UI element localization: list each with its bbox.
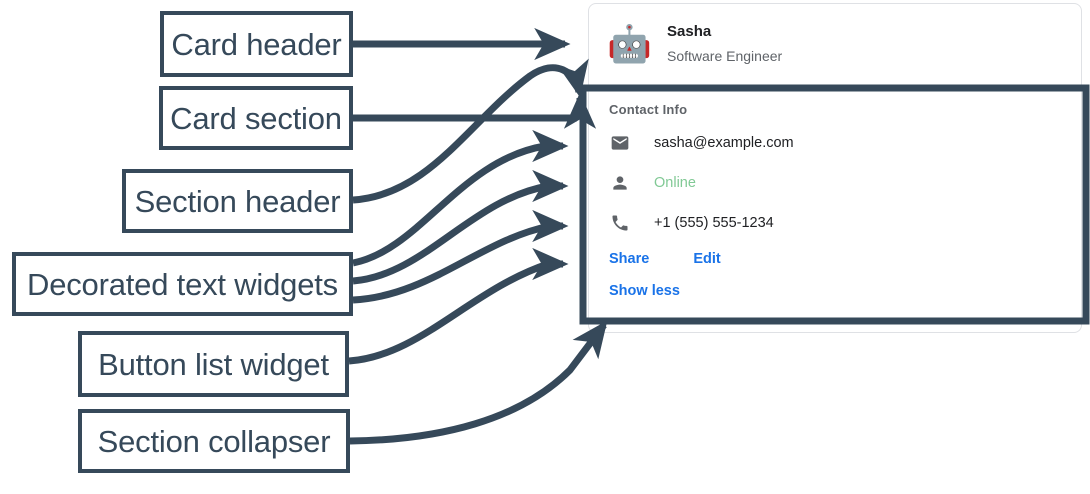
annotation-box-card-section: Card section [159,86,353,150]
share-button[interactable]: Share [609,251,650,267]
arrow-decorated-text-status [352,169,569,285]
contact-card: 🤖 Sasha Software Engineer Contact Info s… [588,3,1082,333]
annotation-box-card-header: Card header [160,11,353,77]
annotation-label-card-section: Card section [170,100,342,136]
phone-icon [609,213,631,233]
card-header-title: Sasha [667,23,712,41]
card-header-text: Sasha Software Engineer [667,21,782,67]
arrow-decorated-text-phone [352,209,569,304]
arrow-section-collapser [349,320,608,445]
card-header-subtitle: Software Engineer [667,47,783,64]
arrow-decorated-text-email [352,129,569,267]
decorated-text-email: sasha@example.com [654,135,794,151]
robot-avatar-icon: 🤖 [607,23,652,64]
annotation-label-section-header: Section header [134,183,341,219]
decorated-text-phone: +1 (555) 555-1234 [654,215,774,231]
arrow-button-list [348,247,569,365]
annotation-box-button-list: Button list widget [78,331,349,397]
decorated-text-widget-email: sasha@example.com [609,129,1081,157]
annotation-box-decorated-text: Decorated text widgets [12,252,353,316]
card-header: 🤖 Sasha Software Engineer [589,4,1081,84]
decorated-text-widget-status: Online [609,169,1081,197]
annotation-label-decorated-text: Decorated text widgets [27,266,338,302]
button-list-widget: Share Edit [609,249,1081,269]
card-section: Contact Info sasha@example.com Online [589,84,1081,269]
decorated-text-widget-phone: +1 (555) 555-1234 [609,209,1081,237]
annotation-box-section-header: Section header [122,169,353,233]
person-icon [609,173,631,193]
arrow-section-header [352,58,589,204]
email-icon [609,133,631,153]
annotation-label-section-collapser: Section collapser [97,423,331,459]
annotation-box-section-collapser: Section collapser [78,409,350,473]
annotation-label-card-header: Card header [171,26,342,62]
annotation-label-button-list: Button list widget [98,346,329,382]
decorated-text-status: Online [654,175,696,191]
edit-button[interactable]: Edit [693,251,721,267]
section-header: Contact Info [609,102,688,117]
section-collapser-button[interactable]: Show less [609,283,680,299]
